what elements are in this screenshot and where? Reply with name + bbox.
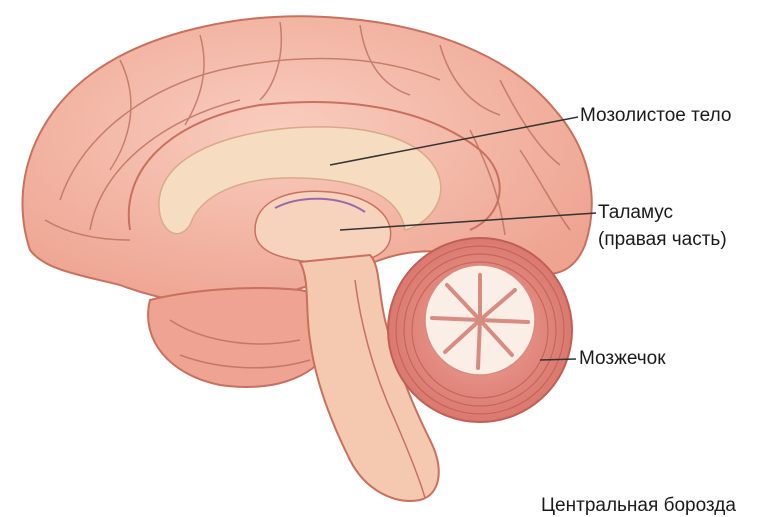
cerebellum-shape	[388, 238, 572, 422]
label-corpus-callosum: Мозолистое тело	[580, 105, 731, 127]
label-thalamus-sub: (правая часть)	[598, 229, 727, 251]
label-thalamus: Таламус	[598, 202, 673, 224]
leader-cerebellum	[540, 359, 576, 360]
label-cerebellum: Мозжечок	[579, 348, 666, 370]
label-central-sulcus: Центральная борозда	[541, 495, 736, 517]
